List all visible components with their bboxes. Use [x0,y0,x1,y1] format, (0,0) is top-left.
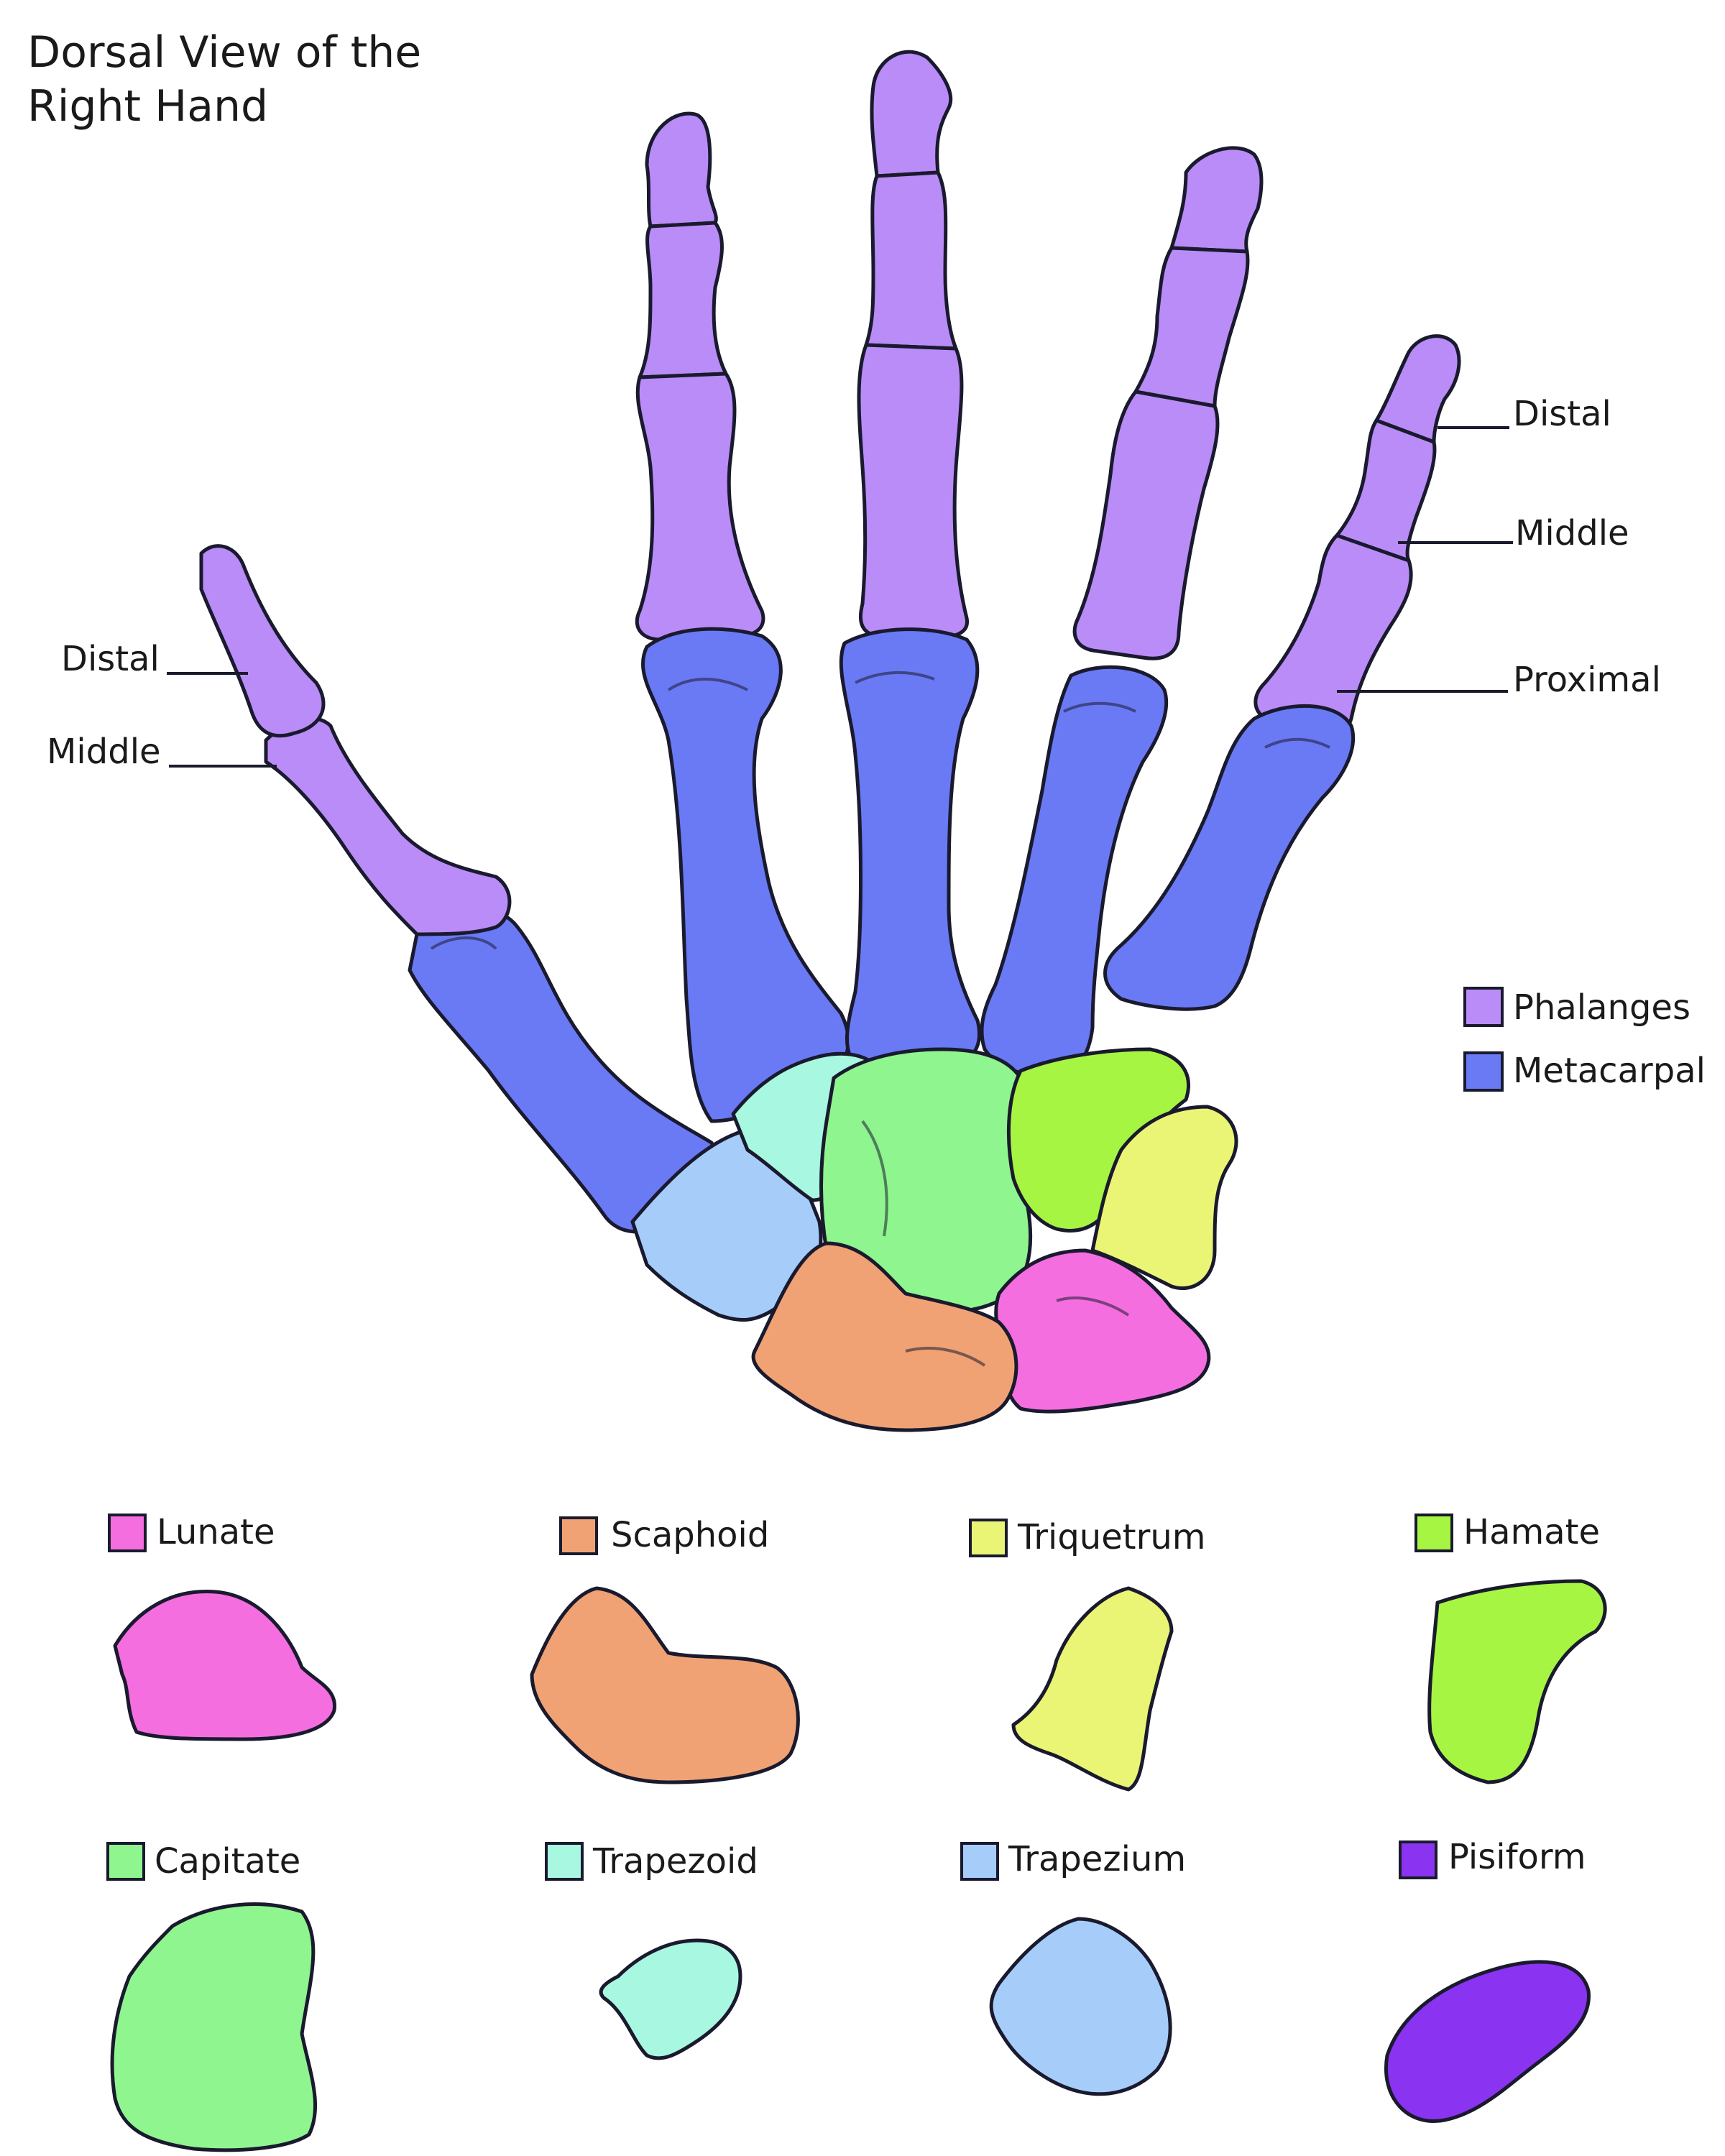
triquetrum-bone [1011,1586,1174,1792]
trapezium-bone [989,1917,1172,2096]
swatch-trapezoid [545,1842,584,1881]
legend-label-phalanges: Phalanges [1513,987,1690,1028]
carpal-label-hamate: Hamate [1463,1512,1600,1552]
carpal-label-lunate: Lunate [157,1512,275,1552]
label-finger-proximal: Proximal [1513,660,1661,700]
swatch-scaphoid [559,1516,598,1555]
hand-carpals [630,1047,1238,1432]
index-finger-bones [635,111,850,1123]
ring-distal-phalanx [1169,146,1264,254]
thumb-distal-phalanx [199,544,326,738]
legend-swatch-metacarpal [1463,1051,1504,1092]
swatch-triquetrum [969,1519,1008,1557]
thumb-bones [199,544,719,1234]
little-metacarpal [1103,704,1356,1011]
bone-details [430,671,1330,1367]
middle-middle-phalanx [864,170,958,351]
thumb-middle-phalanx [264,717,512,936]
index-metacarpal [641,627,850,1123]
swatch-lunate [108,1514,147,1552]
ring-metacarpal [980,665,1169,1077]
carpal-label-triquetrum: Triquetrum [1017,1517,1206,1557]
pisiform-bone [1384,1960,1591,2123]
diagram-title: Dorsal View of the Right Hand [27,26,421,134]
swatch-hamate [1414,1514,1453,1552]
carpal-label-pisiform: Pisiform [1448,1837,1586,1877]
scaphoid-bone [530,1586,800,1784]
carpal-label-trapezium: Trapezium [1008,1839,1186,1879]
title-line-1: Dorsal View of the [27,27,422,78]
lunate-bone [113,1589,336,1741]
label-thumb-distal: Distal [61,639,160,679]
index-middle-phalanx [638,221,728,379]
middle-finger-bones [839,50,982,1078]
ring-proximal-phalanx [1072,390,1220,660]
scaphoid-in-hand [751,1241,1018,1432]
title-line-2: Right Hand [27,81,269,132]
trapezoid-bone [599,1938,742,2060]
leader-lines [167,426,1513,768]
swatch-trapezium [960,1842,999,1881]
legend-swatch-phalanges [1463,987,1504,1027]
legend-label-metacarpal: Metacarpal [1513,1051,1706,1091]
carpal-label-trapezoid: Trapezoid [592,1841,758,1881]
carpal-label-scaphoid: Scaphoid [611,1515,769,1555]
hamate-bone [1427,1579,1607,1784]
swatch-capitate [106,1842,145,1881]
little-distal-phalanx [1374,334,1461,444]
middle-distal-phalanx [870,50,953,178]
ring-finger-bones [980,146,1264,1077]
label-finger-middle: Middle [1515,513,1629,553]
label-thumb-middle: Middle [47,732,161,772]
carpal-swatches [106,1514,1453,1881]
legend [1463,987,1504,1092]
index-proximal-phalanx [635,372,765,642]
middle-metacarpal [839,627,982,1078]
swatch-pisiform [1399,1841,1438,1879]
capitate-bone [110,1902,318,2152]
ring-middle-phalanx [1133,246,1250,408]
little-finger-bones [1103,334,1461,1011]
label-finger-distal: Distal [1513,394,1611,434]
carpal-label-capitate: Capitate [155,1841,300,1881]
middle-proximal-phalanx [857,343,969,640]
index-distal-phalanx [645,111,718,229]
